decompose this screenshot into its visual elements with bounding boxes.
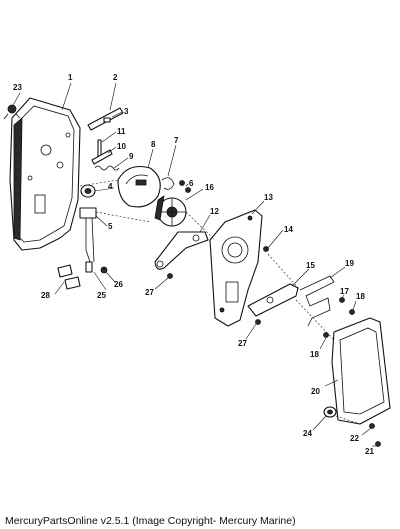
- leader-lines: [12, 82, 377, 447]
- callout-6: 6: [189, 179, 194, 188]
- callout-22: 22: [350, 434, 359, 443]
- callout-19: 19: [345, 259, 354, 268]
- part-screw-23: [3, 104, 21, 120]
- callout-20: 20: [311, 387, 320, 396]
- part-spring-9: [94, 165, 120, 171]
- part-cam-8: [117, 165, 161, 208]
- callout-2: 2: [113, 73, 118, 82]
- part-cover-20: [331, 317, 391, 425]
- callout-27a: 27: [145, 288, 154, 297]
- part-screw-22: [369, 423, 375, 429]
- part-spring-10: [91, 149, 113, 165]
- assembly-lines: [79, 179, 361, 425]
- callout-11: 11: [117, 127, 126, 136]
- part-housing: [9, 97, 81, 251]
- part-screw-27a: [167, 273, 173, 279]
- callout-5: 5: [108, 222, 113, 231]
- callout-3: 3: [124, 107, 129, 116]
- part-spring-19: [299, 275, 335, 327]
- callout-18b: 18: [310, 350, 319, 359]
- part-lever-12: [154, 231, 209, 270]
- callout-14: 14: [284, 225, 293, 234]
- callout-9: 9: [129, 152, 134, 161]
- part-clip-7: [161, 177, 175, 190]
- callout-18a: 18: [356, 292, 365, 301]
- callout-8: 8: [151, 140, 156, 149]
- image-caption: MercuryPartsOnline v2.5.1 (Image Copyrig…: [5, 515, 296, 527]
- part-washers-6: [179, 180, 191, 193]
- callout-27b: 27: [238, 339, 247, 348]
- part-screw-14: [263, 246, 269, 252]
- callout-17: 17: [340, 287, 349, 296]
- part-clip-3: [103, 117, 111, 123]
- callout-7: 7: [174, 136, 179, 145]
- part-screw-18a: [349, 309, 355, 315]
- callout-13: 13: [264, 193, 273, 202]
- callout-25: 25: [97, 291, 106, 300]
- callout-28: 28: [41, 291, 50, 300]
- part-screw-21: [375, 441, 381, 447]
- callout-labels: 1 2 3 11 10 9 4 5 8 7 6 16 12 13 14 15 1…: [13, 73, 374, 456]
- callout-15: 15: [306, 261, 315, 270]
- part-caps-28: [57, 264, 81, 290]
- callout-26: 26: [114, 280, 123, 289]
- callout-4: 4: [108, 182, 113, 191]
- part-connector-5: [79, 207, 97, 273]
- callout-21: 21: [365, 447, 374, 456]
- part-screw-17: [339, 297, 345, 303]
- callout-1: 1: [68, 73, 73, 82]
- callout-24: 24: [303, 429, 312, 438]
- callout-23: 23: [13, 83, 22, 92]
- part-screw-26: [100, 266, 108, 274]
- callout-12: 12: [210, 207, 219, 216]
- callout-16: 16: [205, 183, 214, 192]
- part-screw-18b: [323, 332, 329, 338]
- part-plate-13: [209, 209, 263, 327]
- part-bracket-15: [247, 283, 299, 317]
- part-gear-16: [154, 195, 187, 227]
- part-washer-4: [80, 184, 96, 198]
- part-screw-27b: [255, 319, 261, 325]
- callout-10: 10: [117, 142, 126, 151]
- part-knob-24: [323, 406, 337, 418]
